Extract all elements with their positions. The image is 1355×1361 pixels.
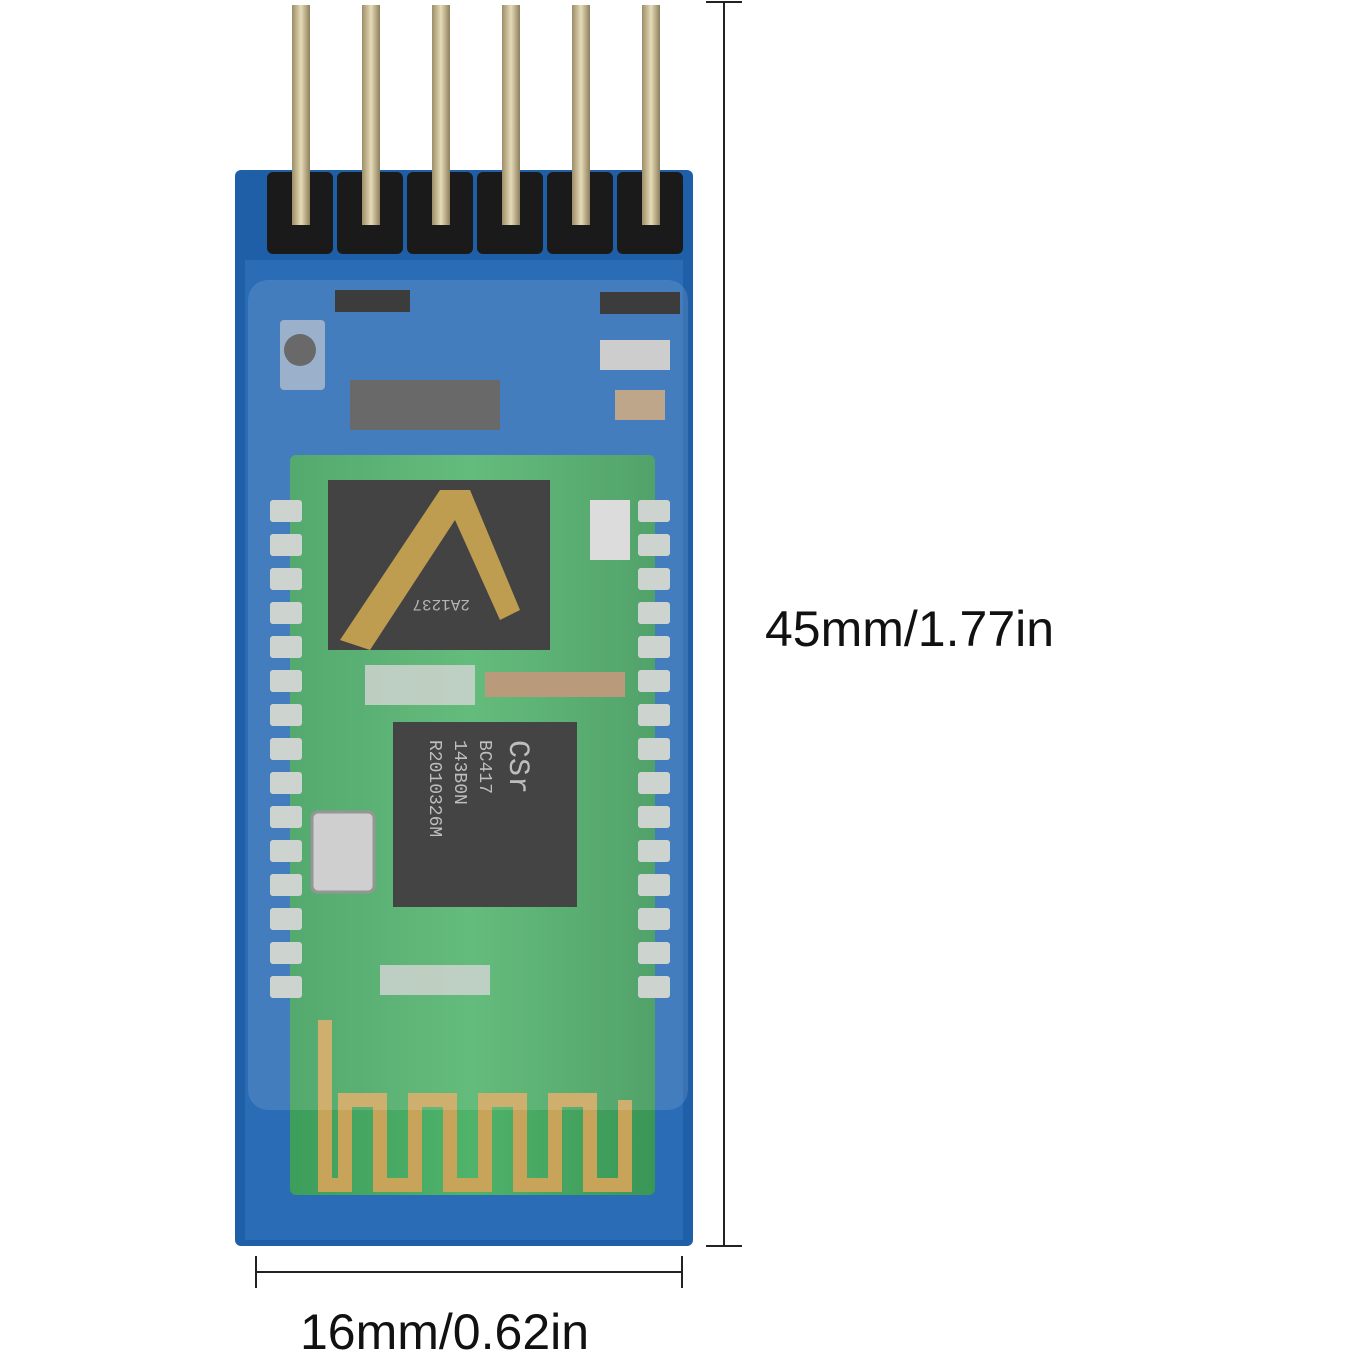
bt-chip-line: 143B0N bbox=[449, 740, 469, 805]
pad bbox=[270, 806, 302, 828]
pad bbox=[638, 806, 670, 828]
pad bbox=[638, 602, 670, 624]
crystal bbox=[310, 810, 376, 894]
pad bbox=[638, 670, 670, 692]
flash-chip-marking: 2A1237 bbox=[412, 595, 470, 613]
pad bbox=[270, 568, 302, 590]
pad bbox=[270, 738, 302, 760]
header-pin bbox=[432, 5, 450, 225]
pad bbox=[270, 840, 302, 862]
antenna-trace bbox=[318, 1020, 632, 1192]
bt-chip-brand: CSr bbox=[500, 740, 534, 794]
pad bbox=[638, 942, 670, 964]
width-dimension-line bbox=[255, 1256, 683, 1288]
pad bbox=[638, 738, 670, 760]
castellated-pads bbox=[270, 500, 670, 998]
pad bbox=[638, 704, 670, 726]
width-dimension-label: 16mm/0.62in bbox=[300, 1304, 590, 1360]
pad bbox=[270, 704, 302, 726]
bt-chip-line: R2010326M bbox=[424, 740, 444, 837]
header-pin bbox=[292, 5, 310, 225]
header-pin bbox=[362, 5, 380, 225]
pad bbox=[638, 500, 670, 522]
pad bbox=[270, 772, 302, 794]
pad bbox=[270, 636, 302, 658]
pad bbox=[270, 670, 302, 692]
bt-chip-line: BC417 bbox=[474, 740, 494, 794]
pad bbox=[270, 976, 302, 998]
pad bbox=[270, 534, 302, 556]
pad bbox=[270, 942, 302, 964]
pad bbox=[638, 874, 670, 896]
pad bbox=[638, 908, 670, 930]
pad bbox=[638, 976, 670, 998]
header-pin bbox=[572, 5, 590, 225]
pad bbox=[638, 772, 670, 794]
bt-chip bbox=[393, 722, 577, 907]
pad bbox=[270, 500, 302, 522]
height-dimension-label: 45mm/1.77in bbox=[765, 601, 1055, 657]
pin-header bbox=[267, 5, 683, 254]
header-pin bbox=[502, 5, 520, 225]
pad bbox=[270, 874, 302, 896]
pad bbox=[270, 908, 302, 930]
pad bbox=[638, 636, 670, 658]
height-dimension-line bbox=[706, 1, 742, 1247]
pad bbox=[638, 568, 670, 590]
pad bbox=[638, 840, 670, 862]
header-pin bbox=[642, 5, 660, 225]
pad bbox=[638, 534, 670, 556]
pad bbox=[270, 602, 302, 624]
